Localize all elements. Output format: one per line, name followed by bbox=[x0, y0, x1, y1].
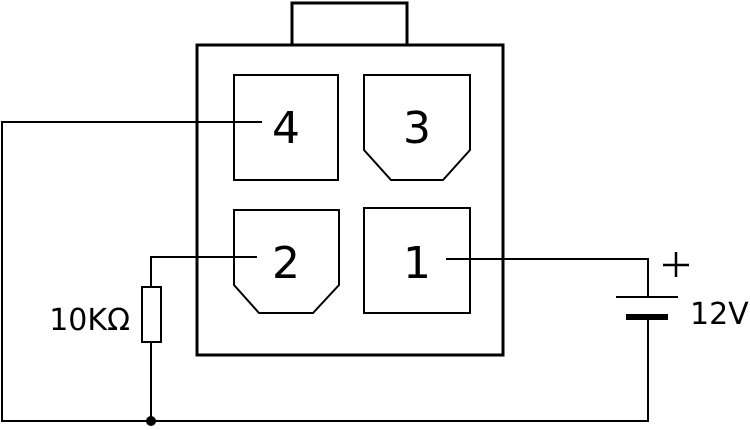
wire-pin1-battery bbox=[446, 258, 649, 297]
plus-icon bbox=[663, 252, 689, 277]
wire-pin4-ground bbox=[1, 121, 649, 422]
pin-2-label: 2 bbox=[272, 238, 300, 289]
pin-4-label: 4 bbox=[272, 103, 300, 154]
pin-2-cavity bbox=[233, 209, 340, 314]
connector-housing bbox=[195, 43, 505, 357]
pin-3-label: 3 bbox=[403, 103, 431, 154]
battery-voltage-label: 12V bbox=[690, 297, 749, 332]
pin-1-label: 1 bbox=[403, 238, 431, 289]
pin-3-cavity bbox=[363, 74, 471, 181]
wire-pin2-resistor bbox=[150, 256, 257, 421]
junction-dot bbox=[146, 416, 156, 426]
pin-1-cavity bbox=[363, 207, 471, 314]
connector-latch-tab bbox=[290, 1, 409, 47]
resistor bbox=[141, 286, 162, 343]
pin-4-cavity bbox=[233, 74, 339, 181]
resistor-label: 10KΩ bbox=[49, 303, 130, 338]
